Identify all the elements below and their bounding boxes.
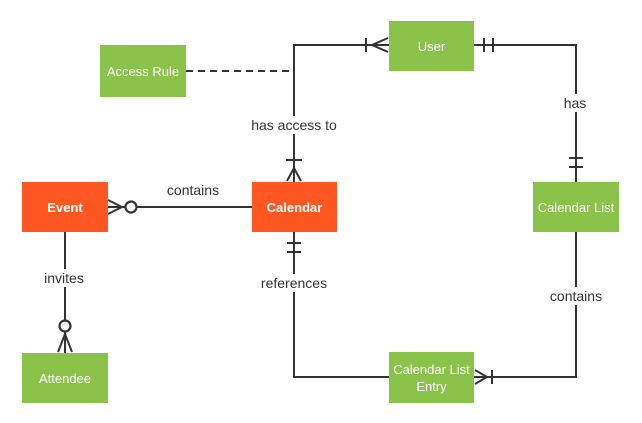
entity-access-rule: Access Rule [100, 45, 186, 97]
entity-calendar-label: Calendar [266, 199, 323, 215]
entity-user-label: User [417, 38, 446, 54]
connector-calendar-contains-event [107, 199, 252, 215]
relationship-label-invites: invites [40, 269, 88, 287]
relationship-label-has-access-to: has access to [247, 116, 341, 134]
entity-calendar-list-entry-label: Calendar List Entry [393, 361, 470, 394]
connector-calendar-references-entry [287, 232, 389, 378]
entity-calendar-list-entry: Calendar List Entry [389, 352, 474, 403]
entity-access-rule-label: Access Rule [106, 63, 180, 79]
connector-list-contains-entry [474, 232, 577, 385]
entity-attendee: Attendee [22, 353, 108, 403]
entity-event-label: Event [47, 199, 83, 215]
entity-event: Event [22, 182, 108, 232]
connector-event-invites-attendee [57, 232, 73, 353]
entity-attendee-label: Attendee [38, 370, 92, 386]
relationship-label-contains-list-entry: contains [545, 287, 607, 305]
entity-calendar-list: Calendar List [533, 182, 619, 232]
connector-user-has-calendar-list [474, 38, 583, 182]
relationship-label-has: has [559, 94, 591, 112]
entity-user: User [389, 21, 474, 71]
relationship-label-contains-event-calendar: contains [162, 181, 224, 199]
connector-calendar-has-access-to-user [286, 37, 389, 182]
relationship-label-references: references [256, 274, 332, 292]
entity-calendar-list-label: Calendar List [537, 199, 615, 215]
entity-calendar: Calendar [252, 182, 337, 232]
